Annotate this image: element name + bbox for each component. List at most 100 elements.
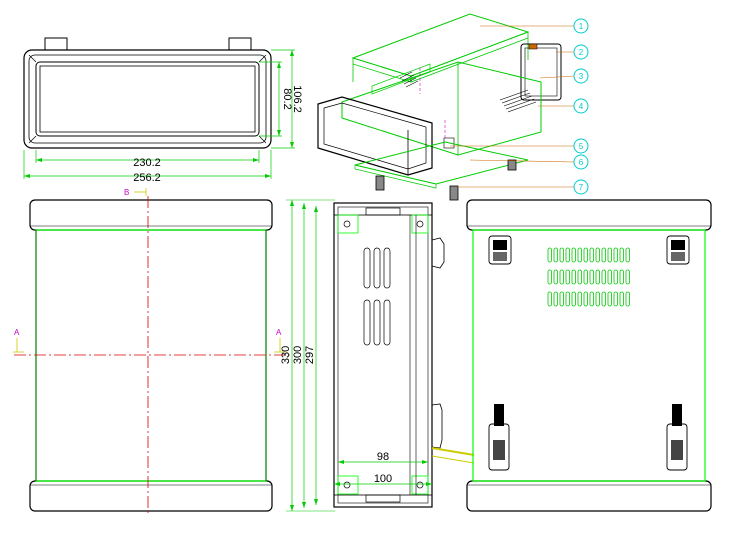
dim-side-lengths: 330 300 297 <box>280 199 335 512</box>
exploded-view: 1 2 3 4 5 6 7 <box>317 13 589 201</box>
vent-slot <box>553 247 558 263</box>
vent-slot <box>583 247 588 263</box>
vent-slot <box>619 247 624 263</box>
top-view-top-bezel <box>29 199 273 231</box>
exploded-body <box>341 61 542 156</box>
side-length-300-label: 300 <box>292 346 304 364</box>
balloon-3-label: 3 <box>579 72 584 81</box>
vent-slot <box>595 269 600 285</box>
dim-front-outer-width: 256.2 <box>23 150 272 184</box>
front-view: 230.2 256.2 80.2 106.2 <box>23 37 303 184</box>
vent-slot <box>601 247 606 263</box>
front-outer-width-label: 256.2 <box>133 172 161 184</box>
vent-slot <box>613 247 618 263</box>
side-view-vents <box>363 247 391 346</box>
balloon-4: 4 <box>573 98 589 114</box>
vent-slot <box>553 291 558 307</box>
vent-slot <box>589 291 594 307</box>
vent-slot <box>547 291 552 307</box>
balloon-6-label: 6 <box>579 158 584 167</box>
dim-side-widths: 98 100 <box>334 451 432 486</box>
vent-slot <box>607 269 612 285</box>
balloon-7-label: 7 <box>579 183 584 192</box>
bottom-view-foot-tl <box>488 235 512 265</box>
front-view-bezel-mid <box>28 54 267 144</box>
vent-slot <box>571 247 576 263</box>
dim-front-heights: 80.2 106.2 <box>259 49 303 149</box>
section-label-a-right: A <box>276 328 282 337</box>
front-inner-width-label: 230.2 <box>133 157 161 169</box>
front-view-foot-right <box>228 37 252 51</box>
bottom-view-tilt-foot-left <box>488 404 510 471</box>
balloon-1: 1 <box>573 18 589 34</box>
balloon-2: 2 <box>573 44 589 60</box>
vent-slot <box>577 269 582 285</box>
bottom-view-body <box>472 229 706 482</box>
front-view-bezel-inner <box>35 61 260 137</box>
side-view-handle-bottom <box>431 403 443 449</box>
balloon-3: 3 <box>573 68 589 84</box>
vent-slot <box>589 247 594 263</box>
exploded-side-vents <box>399 71 537 113</box>
vent-slot <box>607 291 612 307</box>
vent-slot <box>559 269 564 285</box>
vent-slot <box>583 269 588 285</box>
vent-slot <box>565 269 570 285</box>
bottom-view-tilt-foot-right <box>666 404 688 471</box>
vent-slot <box>607 247 612 263</box>
vent-slot <box>583 291 588 307</box>
vent-slot <box>613 269 618 285</box>
vent-slot <box>625 291 630 307</box>
section-label-b: B <box>124 188 129 197</box>
vent-slot <box>601 269 606 285</box>
vent-slot <box>595 291 600 307</box>
balloon-7: 7 <box>573 179 589 195</box>
balloon-6: 6 <box>573 154 589 170</box>
exploded-front-bezel <box>317 96 433 176</box>
vent-slot <box>571 291 576 307</box>
side-view-top-cap <box>333 202 433 216</box>
vent-slot <box>595 247 600 263</box>
balloon-1-label: 1 <box>579 22 584 31</box>
bottom-view-vents <box>547 247 630 307</box>
side-inner-width-label: 98 <box>377 451 389 463</box>
balloon-5: 5 <box>573 138 589 154</box>
vent-slot <box>559 291 564 307</box>
exploded-top-cover <box>351 13 530 77</box>
side-outer-width-label: 100 <box>374 473 392 485</box>
section-marker-a-left: A <box>13 328 24 353</box>
side-length-297-label: 297 <box>304 346 316 364</box>
top-view-body <box>35 229 267 482</box>
vent-slot <box>601 291 606 307</box>
vent-slot <box>547 269 552 285</box>
vent-slot <box>619 269 624 285</box>
front-view-panel <box>39 65 256 133</box>
vent-slot <box>619 291 624 307</box>
front-outer-height-label: 106.2 <box>291 85 303 113</box>
bottom-view-foot-tr <box>666 235 690 265</box>
balloon-2-label: 2 <box>579 48 584 57</box>
side-view: 98 100 <box>333 202 475 508</box>
section-marker-a-right: A <box>274 328 285 353</box>
front-view-bezel-outer <box>23 49 272 149</box>
vent-slot <box>589 269 594 285</box>
exploded-feet <box>375 159 517 201</box>
side-view-bottom-cap <box>333 494 433 508</box>
balloon-4-label: 4 <box>579 102 584 111</box>
vent-slot <box>613 291 618 307</box>
bottom-view <box>466 199 712 512</box>
vent-slot <box>625 247 630 263</box>
front-view-foot-left <box>44 37 68 51</box>
section-marker-b: B <box>124 188 147 197</box>
top-view-bottom-bezel <box>29 480 273 512</box>
top-view: B A A <box>13 188 290 515</box>
vent-slot <box>559 247 564 263</box>
vent-slot <box>565 247 570 263</box>
bottom-view-top-bezel <box>466 199 712 231</box>
side-view-handle-top <box>431 237 445 269</box>
exploded-leaders <box>450 25 575 188</box>
bottom-view-bottom-bezel <box>466 480 712 512</box>
vent-slot <box>565 291 570 307</box>
vent-slot <box>547 247 552 263</box>
section-label-a-left: A <box>14 328 20 337</box>
